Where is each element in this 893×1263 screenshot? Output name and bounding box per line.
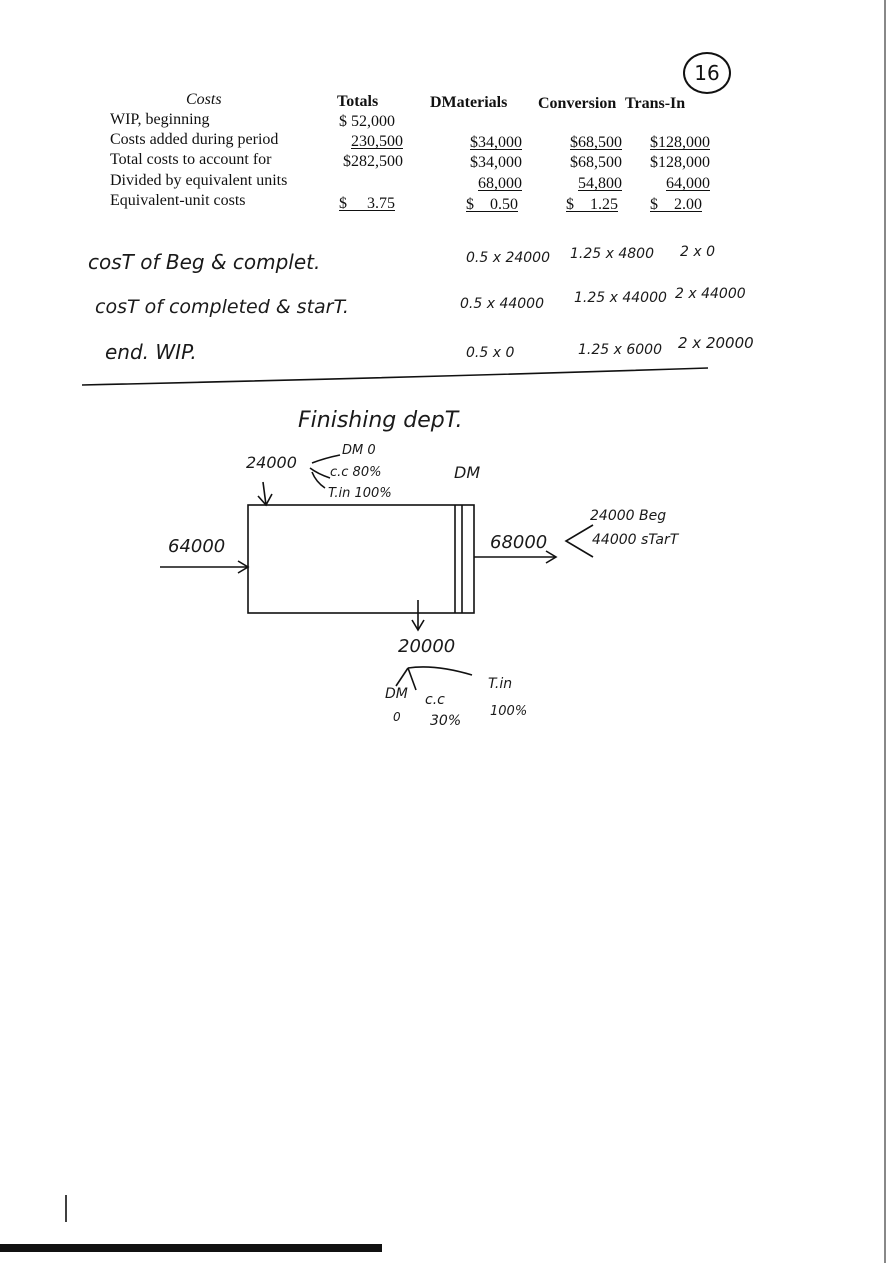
row-cc: $ 1.25 xyxy=(566,196,618,213)
header-dmaterials: DMaterials xyxy=(430,94,508,111)
header-trans-in: Trans-In xyxy=(625,95,686,112)
row-dm: 68,000 xyxy=(478,175,522,192)
header-costs: Costs xyxy=(186,91,222,108)
ending-pct: 100% xyxy=(490,704,528,719)
ending-pct: 0 xyxy=(393,710,401,724)
row-totals: 230,500 xyxy=(351,133,403,150)
diagram-title: Finishing depT. xyxy=(298,408,463,433)
beginning-units: 24000 xyxy=(246,453,297,472)
output-breakdown: 24000 Beg xyxy=(590,508,667,524)
output-units: 68000 xyxy=(490,532,548,553)
row-dm: $ 0.50 xyxy=(466,196,518,213)
output-breakdown: 44000 sTarT xyxy=(592,532,679,548)
row-totals: $ 52,000 xyxy=(339,113,395,130)
note-dm: 0.5 x 0 xyxy=(466,345,515,361)
dm-marker: DM xyxy=(454,463,481,482)
row-cc: $68,500 xyxy=(570,134,622,151)
row-label: Divided by equivalent units xyxy=(110,172,288,189)
note-cc: 1.25 x 44000 xyxy=(574,290,667,306)
row-ti: $128,000 xyxy=(650,154,710,171)
row-label: Total costs to account for xyxy=(110,151,272,168)
note-dm: 0.5 x 44000 xyxy=(460,296,544,312)
ending-units: 20000 xyxy=(398,636,456,657)
row-ti: $128,000 xyxy=(650,134,710,151)
row-totals: $282,500 xyxy=(343,153,403,170)
row-cc: 54,800 xyxy=(578,175,622,192)
input-units: 64000 xyxy=(168,536,226,557)
row-dm: $34,000 xyxy=(470,134,522,151)
note-cc: 1.25 x 6000 xyxy=(578,342,662,358)
row-label: WIP, beginning xyxy=(110,111,210,128)
ending-label: DM xyxy=(385,686,408,702)
note-cc: 1.25 x 4800 xyxy=(570,246,654,262)
row-totals: $ 3.75 xyxy=(339,195,395,212)
ending-pct: 30% xyxy=(430,713,462,729)
row-cc: $68,500 xyxy=(570,154,622,171)
row-label: Equivalent-unit costs xyxy=(110,192,246,209)
header-totals: Totals xyxy=(337,93,379,110)
note-ti: 2 x 44000 xyxy=(675,286,746,302)
beginning-pct: T.in 100% xyxy=(328,486,392,501)
row-label: Costs added during period xyxy=(110,131,279,148)
note-ti: 2 x 20000 xyxy=(678,334,754,352)
ending-label: c.c xyxy=(425,692,445,708)
page-number: 16 xyxy=(683,52,731,94)
note-dm: 0.5 x 24000 xyxy=(466,250,550,266)
note-label: cosT of completed & starT. xyxy=(95,296,349,318)
note-label: end. WIP. xyxy=(105,340,197,364)
header-conversion: Conversion xyxy=(538,95,617,112)
ending-label: T.in xyxy=(488,676,513,692)
row-ti: 64,000 xyxy=(666,175,710,192)
beginning-pct: c.c 80% xyxy=(330,465,382,480)
row-ti: $ 2.00 xyxy=(650,196,702,213)
beginning-pct: DM 0 xyxy=(342,443,376,458)
note-label: cosT of Beg & complet. xyxy=(88,250,321,274)
note-ti: 2 x 0 xyxy=(680,244,715,260)
row-dm: $34,000 xyxy=(470,154,522,171)
